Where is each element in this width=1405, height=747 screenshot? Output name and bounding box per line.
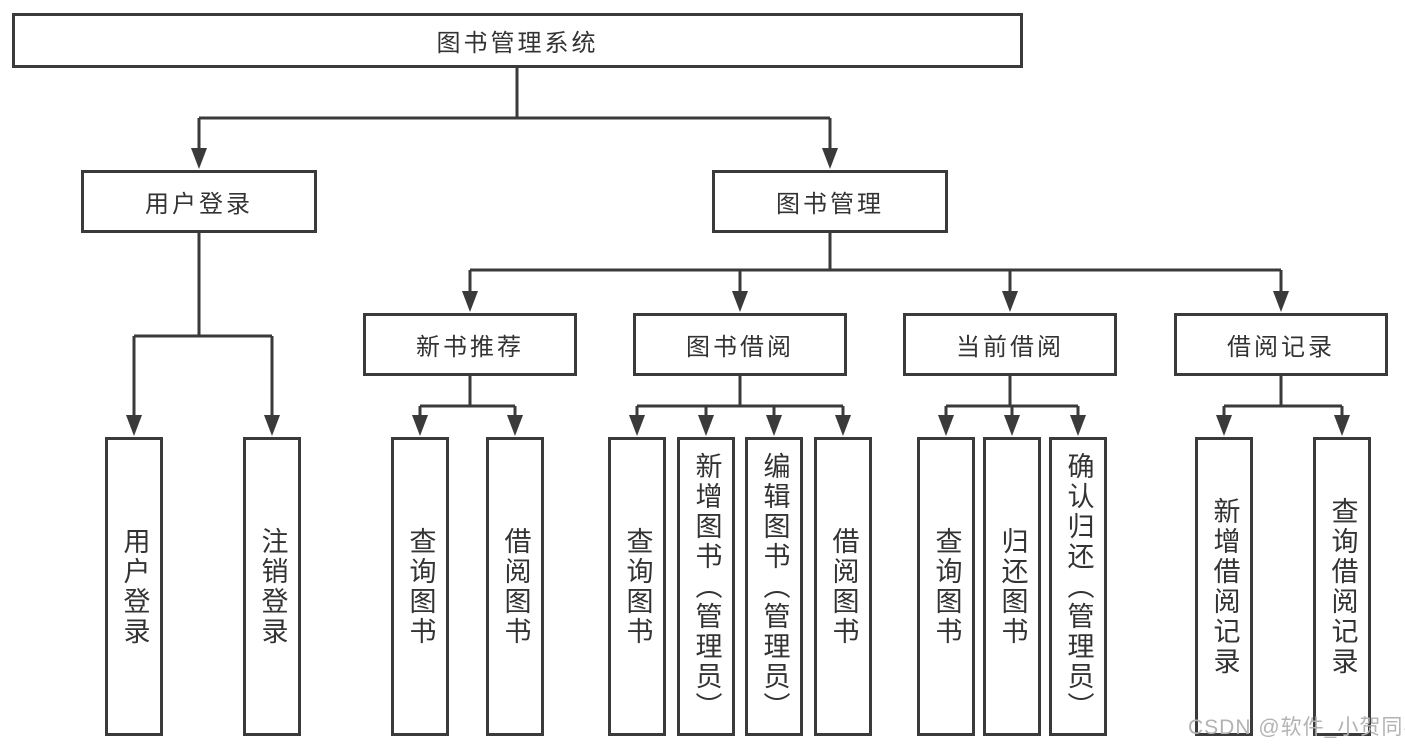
arrowhead <box>766 415 782 436</box>
leaf-query-borrow-record: 查询借阅记录 <box>1313 437 1371 736</box>
arrowhead <box>507 415 523 436</box>
leaf-borrow-books-borrowing: 借阅图书 <box>814 437 872 736</box>
leaf-add-borrow-record: 新增借阅记录 <box>1195 437 1253 736</box>
leaf-query-books-borrowing: 查询图书 <box>608 437 666 736</box>
node-label: 查询图书 <box>931 526 962 647</box>
node-library-system: 图书管理系统 <box>12 13 1023 68</box>
arrowhead <box>1216 415 1232 436</box>
arrowhead <box>126 415 142 436</box>
node-label: 注销登录 <box>257 526 288 647</box>
node-book-management: 图书管理 <box>712 170 948 233</box>
node-current-borrowing: 当前借阅 <box>903 313 1117 376</box>
node-label: 图书管理系统 <box>436 30 599 57</box>
node-label: 查询图书 <box>405 526 436 647</box>
arrowhead <box>732 291 748 312</box>
connector-lines <box>132 68 1344 417</box>
leaf-edit-books-admin: 编辑图书（管理员） <box>745 437 803 736</box>
node-label: 用户登录 <box>145 191 253 218</box>
node-label: 用户登录 <box>119 526 150 647</box>
node-user-login: 用户登录 <box>81 170 317 233</box>
leaf-confirm-return-admin: 确认归还（管理员） <box>1049 437 1107 736</box>
arrowhead <box>462 291 478 312</box>
arrowhead <box>191 148 207 169</box>
arrowhead <box>412 415 428 436</box>
node-label: 确认归还（管理员） <box>1063 451 1094 722</box>
node-label: 图书借阅 <box>686 334 794 361</box>
node-label: 查询借阅记录 <box>1327 496 1358 677</box>
node-label: 编辑图书（管理员） <box>759 451 790 722</box>
connector-lines-group <box>132 68 1344 417</box>
node-label: 图书管理 <box>776 191 884 218</box>
leaf-query-books-recommend: 查询图书 <box>391 437 449 736</box>
node-label: 查询图书 <box>622 526 653 647</box>
arrowhead <box>698 415 714 436</box>
node-label: 新书推荐 <box>416 334 524 361</box>
arrowhead <box>822 148 838 169</box>
node-label: 新增图书（管理员） <box>691 451 722 722</box>
arrowhead <box>1334 415 1350 436</box>
arrowheads-group <box>126 148 1350 436</box>
leaf-borrow-books-recommend: 借阅图书 <box>486 437 544 736</box>
arrowhead <box>938 415 954 436</box>
arrowhead <box>264 415 280 436</box>
node-label: 借阅图书 <box>828 526 859 647</box>
node-label: 当前借阅 <box>956 334 1064 361</box>
arrowhead <box>1002 291 1018 312</box>
arrowhead <box>835 415 851 436</box>
arrowhead <box>1070 415 1086 436</box>
node-label: 归还图书 <box>997 526 1028 647</box>
node-book-borrowing: 图书借阅 <box>633 313 847 376</box>
csdn-watermark: CSDN @软件_小贺同学 <box>1188 716 1405 739</box>
leaf-return-books: 归还图书 <box>983 437 1041 736</box>
node-borrowing-records: 借阅记录 <box>1174 313 1388 376</box>
arrowhead <box>1004 415 1020 436</box>
node-label: 新增借阅记录 <box>1209 496 1240 677</box>
leaf-logout: 注销登录 <box>243 437 301 736</box>
leaf-query-books-current: 查询图书 <box>917 437 975 736</box>
arrowhead <box>629 415 645 436</box>
node-new-book-recommendation: 新书推荐 <box>363 313 577 376</box>
node-label: 借阅记录 <box>1227 334 1335 361</box>
arrowhead <box>1273 291 1289 312</box>
leaf-user-login: 用户登录 <box>105 437 163 736</box>
leaf-add-books-admin: 新增图书（管理员） <box>677 437 735 736</box>
node-label: 借阅图书 <box>500 526 531 647</box>
